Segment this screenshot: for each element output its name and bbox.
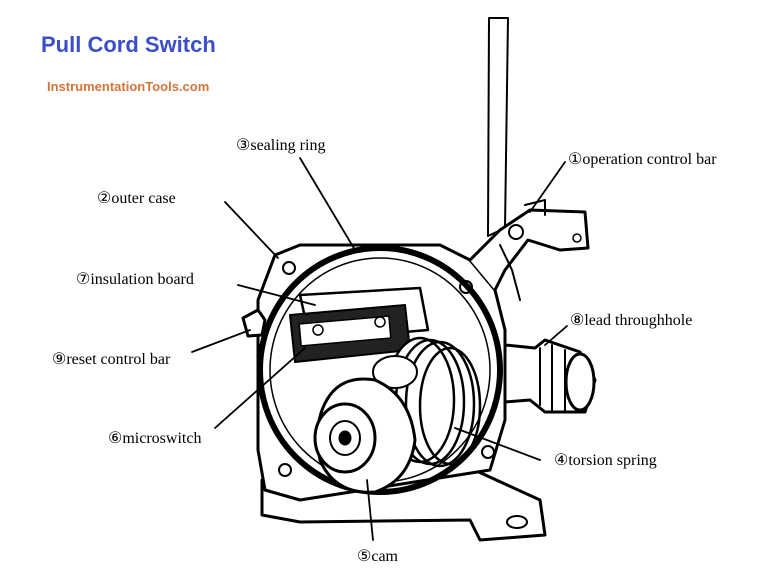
label-reset-control-bar: ⑨reset control bar xyxy=(52,351,171,368)
label-insulation-board: ⑦insulation board xyxy=(76,271,194,288)
website-credit: InstrumentationTools.com xyxy=(47,79,210,94)
label-torsion-spring: ④torsion spring xyxy=(554,452,657,469)
case-screw xyxy=(282,261,296,275)
case-screw xyxy=(278,463,292,477)
sealing-ring xyxy=(257,245,503,495)
label-cam: ⑤cam xyxy=(357,548,398,565)
label-microswitch: ⑥microswitch xyxy=(108,430,202,447)
reset-control-bar xyxy=(241,308,267,338)
diagram-title: Pull Cord Switch xyxy=(41,32,216,57)
case-screw xyxy=(481,445,495,459)
pull-strip xyxy=(487,17,509,237)
label-operation-control-bar: ①operation control bar xyxy=(568,151,717,168)
label-outer-case: ②outer case xyxy=(97,190,176,207)
label-sealing-ring: ③sealing ring xyxy=(236,137,326,154)
leader-lines xyxy=(191,157,568,541)
label-lead-throughhole: ⑧lead throughhole xyxy=(570,312,693,329)
operation-control-bar xyxy=(468,208,590,292)
base-hole xyxy=(506,515,528,529)
